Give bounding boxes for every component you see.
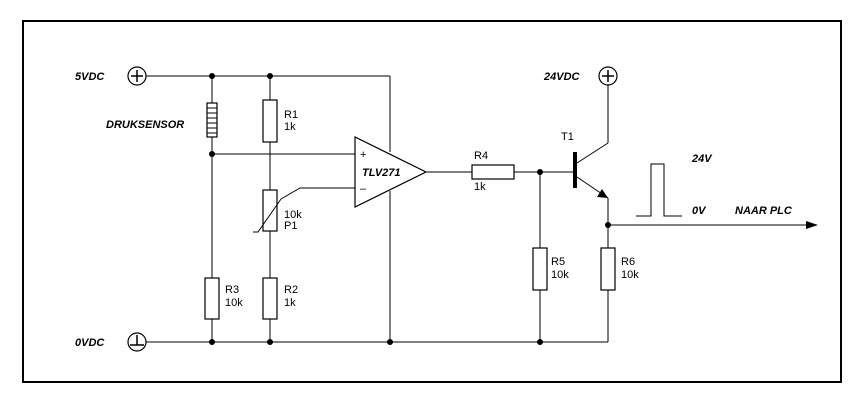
opamp-minus: –: [360, 183, 367, 195]
resistor-r6: [600, 247, 616, 291]
r4-name: R4: [474, 150, 488, 162]
r5-name: R5: [551, 256, 565, 268]
p1-value: 10k: [284, 209, 302, 221]
vcc-label: 5VDC: [75, 71, 105, 83]
opamp-tlv271: [354, 136, 428, 208]
resistor-r1: [262, 99, 278, 143]
pressure-sensor: [206, 102, 218, 138]
transistor-t1: [573, 142, 609, 199]
r4-value: 1k: [474, 181, 486, 193]
pulse-high-label: 24V: [691, 153, 713, 165]
minus-input-wire: [280, 187, 355, 200]
resistor-r3: [204, 277, 220, 320]
resistor-r2: [262, 277, 278, 320]
r3-name: R3: [225, 284, 239, 296]
resistor-r5: [532, 247, 548, 291]
junction-dots: [209, 73, 611, 345]
pulse-low-label: 0V: [692, 205, 707, 217]
p1-name: P1: [284, 220, 297, 232]
opamp-plus: +: [360, 149, 366, 161]
opamp-name: TLV271: [362, 167, 401, 179]
v24-terminal: [598, 66, 618, 86]
v24-label: 24VDC: [543, 71, 581, 83]
r5-value: 10k: [551, 269, 569, 281]
r2-value: 1k: [284, 297, 296, 309]
r6-value: 10k: [621, 269, 639, 281]
gnd-terminal: [127, 332, 147, 352]
vcc-terminal: [127, 66, 147, 86]
gnd-label: 0VDC: [75, 337, 105, 349]
schematic-frame: [22, 20, 842, 383]
output-label: NAAR PLC: [735, 205, 793, 217]
output-arrow: [806, 221, 818, 229]
r1-name: R1: [284, 109, 298, 121]
r6-name: R6: [621, 256, 635, 268]
potentiometer-arrow: [253, 198, 282, 233]
sensor-label: DRUKSENSOR: [106, 119, 184, 131]
pulse-waveform: [636, 163, 682, 217]
resistor-r4: [471, 164, 515, 180]
t1-name: T1: [561, 131, 574, 143]
potentiometer-p1: [262, 189, 278, 232]
r2-name: R2: [284, 284, 298, 296]
r3-value: 10k: [225, 297, 243, 309]
r1-value: 1k: [284, 121, 296, 133]
